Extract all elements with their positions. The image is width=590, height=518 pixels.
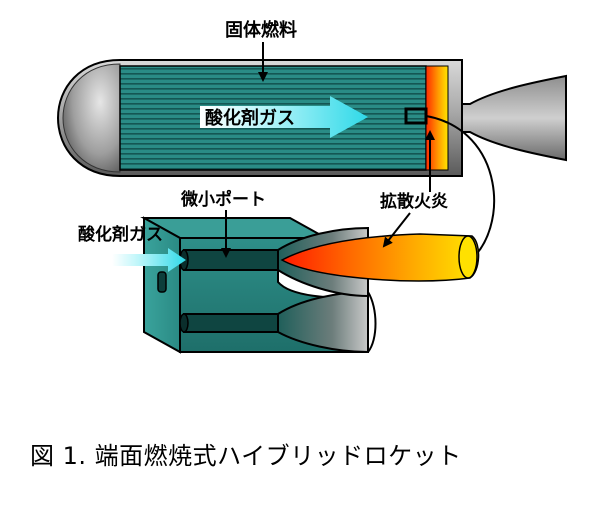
label-oxidizer-gas-left: 酸化剤ガス bbox=[78, 224, 163, 245]
rocket-cross-section bbox=[56, 59, 567, 177]
nozzle bbox=[454, 74, 567, 162]
label-micro-port: 微小ポート bbox=[180, 189, 266, 210]
nose-dome bbox=[62, 63, 121, 173]
lower-port-opening bbox=[179, 313, 189, 333]
upper-micro-port bbox=[183, 249, 279, 271]
side-port-slot bbox=[157, 271, 167, 293]
pointer-diffusion-flame bbox=[382, 212, 411, 248]
label-diffusion-flame: 拡散火炎 bbox=[380, 191, 448, 212]
fuel-block-magnified bbox=[140, 216, 377, 354]
lower-cavity-rim bbox=[367, 291, 377, 353]
flame-tip bbox=[458, 235, 478, 279]
figure-caption: 図 1. 端面燃焼式ハイブリッドロケット bbox=[30, 442, 462, 470]
label-oxidizer-gas-top: 酸化剤ガス bbox=[205, 107, 295, 129]
label-solid-fuel: 固体燃料 bbox=[225, 19, 297, 41]
oxidizer-inlet-arrow bbox=[112, 248, 186, 272]
lower-micro-port bbox=[183, 313, 279, 333]
zoom-connector-arrow bbox=[425, 115, 495, 264]
oxidizer-flow-arrow bbox=[200, 96, 368, 138]
